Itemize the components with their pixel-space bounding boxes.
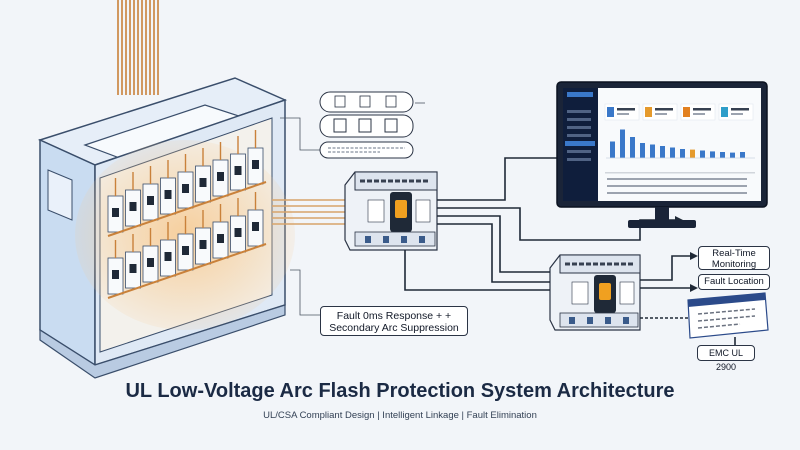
dashboard-card [718, 103, 754, 121]
incoming-cables [117, 0, 159, 95]
breaker-module [247, 192, 264, 247]
dashboard-bar-chart [606, 129, 755, 159]
fault-response-text: Fault 0ms Response + + Secondary Arc Sup… [329, 310, 459, 334]
dashboard-cards [604, 103, 754, 121]
dashboard-bar [710, 151, 715, 158]
realtime-monitoring-label: Real-Time Monitoring [698, 246, 770, 270]
breaker-module [160, 160, 176, 215]
arc-flash-relay-secondary [549, 254, 641, 331]
indicator-panel-2 [319, 114, 414, 138]
dashboard-bar [640, 143, 645, 158]
dashboard-card [604, 103, 640, 121]
monitoring-display [556, 81, 768, 228]
dashboard-bar [670, 147, 675, 158]
dashboard-bar [740, 152, 745, 158]
breaker-module [142, 228, 159, 283]
breaker-module [177, 154, 194, 209]
breaker-module [230, 136, 246, 191]
breaker-module [195, 148, 211, 203]
breaker-module [142, 166, 159, 221]
breaker-array [107, 130, 267, 299]
indicator-panel-1 [319, 91, 414, 113]
breaker-module [230, 198, 246, 253]
breaker-module [212, 142, 229, 197]
dashboard-bar [650, 144, 655, 158]
breaker-module [107, 240, 124, 295]
diagram-title: UL Low-Voltage Arc Flash Protection Syst… [125, 380, 675, 402]
emc-text: EMC UL 2900 [708, 348, 743, 372]
breaker-module [212, 204, 229, 259]
breaker-module [177, 216, 194, 271]
breaker-module [125, 234, 141, 289]
dashboard-table [605, 172, 755, 194]
dashboard-bar [620, 129, 625, 158]
dashboard-bar [610, 141, 615, 158]
dashboard-bar [660, 146, 665, 158]
emc-certificate-card [687, 292, 769, 339]
fault-location-label: Fault Location [698, 274, 770, 290]
dashboard-bar [690, 149, 695, 158]
diagram-subtitle: UL/CSA Compliant Design | Intelligent Li… [263, 410, 537, 421]
emc-label: EMC UL 2900 [697, 345, 755, 372]
dashboard-bar [700, 150, 705, 158]
arc-flash-relay-primary [344, 171, 438, 251]
callout-lines [280, 102, 425, 316]
realtime-monitoring-text: Real-Time Monitoring [711, 248, 757, 270]
dashboard-card [680, 103, 716, 121]
breaker-module [247, 130, 264, 185]
dashboard-bar [630, 137, 635, 158]
breaker-module [195, 210, 211, 265]
breaker-module [160, 222, 176, 277]
busbar [107, 243, 267, 299]
dashboard-bar [680, 149, 685, 158]
breaker-module [107, 178, 124, 233]
breaker-module [125, 172, 141, 227]
dashboard-bar [720, 152, 725, 158]
fault-location-text: Fault Location [704, 276, 764, 287]
indicator-panel-3 [319, 141, 414, 159]
dashboard-card [642, 103, 678, 121]
dashboard-bar [730, 152, 735, 158]
busbar [107, 181, 267, 237]
fault-response-callout: Fault 0ms Response + + Secondary Arc Sup… [320, 306, 468, 336]
